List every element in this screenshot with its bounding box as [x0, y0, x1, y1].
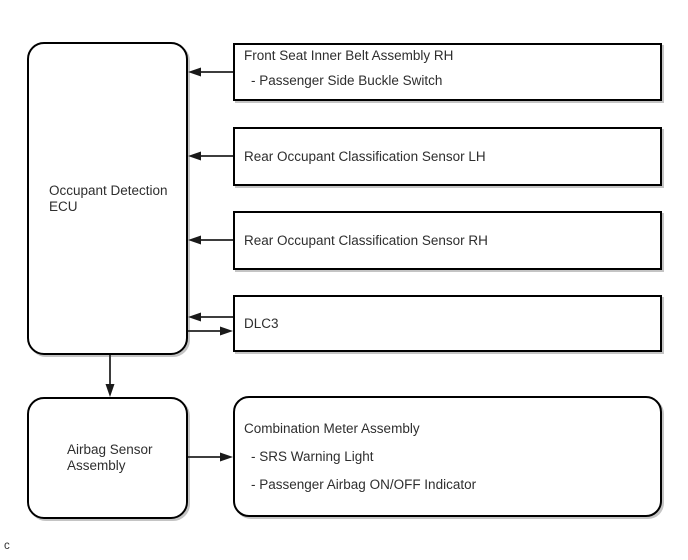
airbag-sensor-assembly-label-line1: Airbag Sensor [67, 442, 153, 457]
combination-meter-assembly-box: Combination Meter Assembly - SRS Warning… [233, 396, 662, 517]
airbag-sensor-assembly-label-line2: Assembly [67, 458, 126, 473]
rear-occupant-classification-sensor-lh-box: Rear Occupant Classification Sensor LH [233, 127, 662, 186]
passenger-side-buckle-switch-item: - Passenger Side Buckle Switch [251, 73, 443, 88]
arrow-ecu-to-dlc3-icon [188, 326, 233, 336]
arrow-rear-sensor-lh-to-ecu-icon [188, 151, 233, 161]
combination-meter-assembly-title: Combination Meter Assembly [244, 420, 420, 436]
rear-occupant-classification-sensor-lh-title: Rear Occupant Classification Sensor LH [244, 148, 486, 164]
arrow-ecu-to-airbag-sensor-icon [105, 355, 115, 397]
rear-occupant-classification-sensor-rh-title: Rear Occupant Classification Sensor RH [244, 232, 488, 248]
footnote-marker: c [4, 540, 10, 552]
dlc3-box: DLC3 [233, 295, 662, 352]
front-seat-inner-belt-rh-title: Front Seat Inner Belt Assembly RH [244, 48, 454, 63]
airbag-sensor-assembly-box: Airbag Sensor Assembly [27, 397, 188, 519]
srs-warning-light-item: - SRS Warning Light [251, 448, 374, 464]
occupant-detection-ecu-label-line2: ECU [49, 198, 78, 214]
arrow-airbag-sensor-to-combination-meter-icon [188, 452, 233, 462]
dlc3-title: DLC3 [244, 315, 279, 331]
occupant-detection-ecu-label-line1: Occupant Detection [49, 182, 168, 198]
rear-occupant-classification-sensor-rh-box: Rear Occupant Classification Sensor RH [233, 211, 662, 270]
arrow-dlc3-to-ecu-icon [188, 312, 233, 322]
arrow-front-seat-belt-to-ecu-icon [188, 67, 233, 77]
occupant-detection-ecu-box: Occupant Detection ECU [27, 42, 188, 355]
passenger-airbag-on-off-indicator-item: - Passenger Airbag ON/OFF Indicator [251, 476, 477, 492]
arrow-rear-sensor-rh-to-ecu-icon [188, 235, 233, 245]
front-seat-inner-belt-rh-box: Front Seat Inner Belt Assembly RH - Pass… [233, 43, 662, 101]
